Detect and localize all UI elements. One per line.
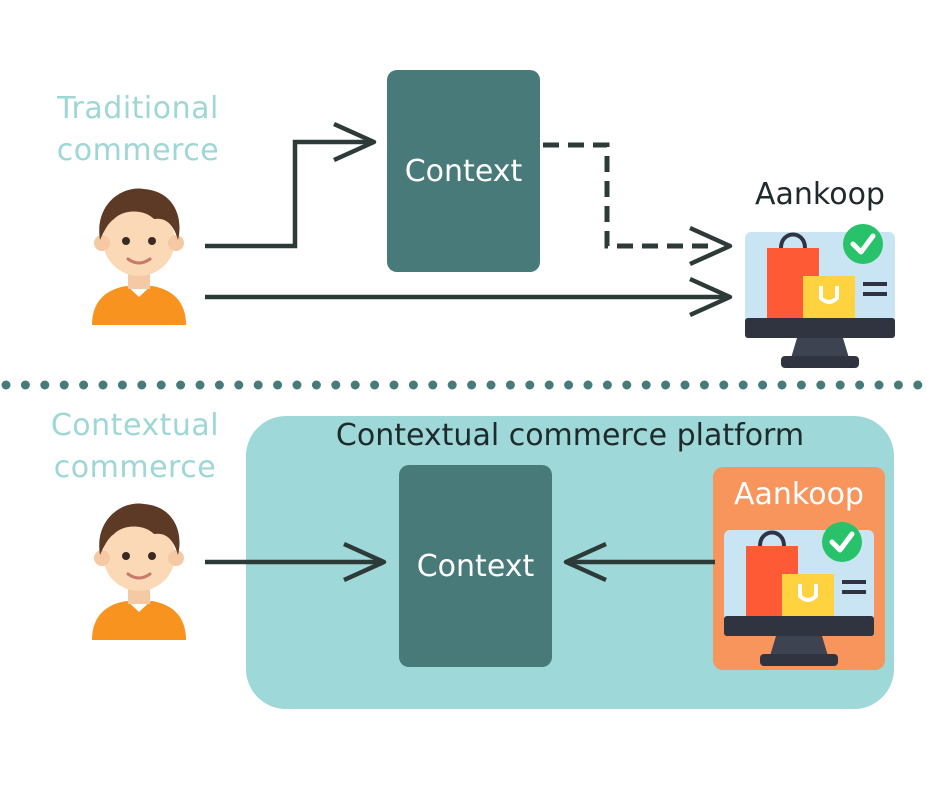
divider-dot <box>156 380 166 390</box>
traditional-commerce-label: Traditional commerce <box>38 88 238 172</box>
divider-dot <box>699 380 709 390</box>
divider-dot <box>214 380 224 390</box>
divider-dot <box>273 380 283 390</box>
traditional-label-line1: Traditional <box>57 91 219 126</box>
purchase-label-contextual: Aankoop <box>734 477 864 512</box>
divider-dot <box>447 380 457 390</box>
divider-dot <box>622 380 632 390</box>
divider-dot <box>796 380 806 390</box>
divider-dot <box>467 380 477 390</box>
divider-dot <box>428 380 438 390</box>
context-label-traditional: Context <box>404 153 523 189</box>
divider-dot <box>20 380 30 390</box>
person-icon <box>92 188 186 325</box>
divider-dot <box>835 380 845 390</box>
divider-dot <box>758 380 768 390</box>
divider-dot <box>525 380 535 390</box>
divider-dot <box>855 380 865 390</box>
divider-dot <box>544 380 554 390</box>
contextual-label-line1: Contextual <box>50 408 220 443</box>
divider-dot <box>661 380 671 390</box>
divider-dot <box>117 380 127 390</box>
divider-dot <box>408 380 418 390</box>
divider-dot <box>680 380 690 390</box>
context-label-contextual: Context <box>416 548 535 584</box>
divider-dot <box>350 380 360 390</box>
divider-dot <box>564 380 574 390</box>
traditional-label-line2: commerce <box>56 133 220 168</box>
divider-dot <box>59 380 69 390</box>
divider-dot <box>738 380 748 390</box>
divider-dot <box>292 380 302 390</box>
divider-dot <box>505 380 515 390</box>
shopping-monitor-icon <box>724 522 874 666</box>
purchase-label-traditional: Aankoop <box>755 177 885 212</box>
divider-dot <box>79 380 89 390</box>
divider-dot <box>816 380 826 390</box>
divider-dot <box>234 380 244 390</box>
divider-dot <box>719 380 729 390</box>
divider-dot <box>311 380 321 390</box>
divider-dot <box>1 380 11 390</box>
contextual-commerce-label: Contextual commerce <box>35 405 235 489</box>
context-box-contextual: Context <box>399 465 552 667</box>
divider-dot <box>370 380 380 390</box>
divider-dot <box>389 380 399 390</box>
divider-dot <box>641 380 651 390</box>
divider-dot <box>583 380 593 390</box>
divider-dot <box>913 380 923 390</box>
traditional-arrows <box>205 121 733 318</box>
platform-title: Contextual commerce platform <box>335 418 805 453</box>
divider-dot <box>253 380 263 390</box>
divider-dot <box>176 380 186 390</box>
divider-dot <box>195 380 205 390</box>
section-divider <box>1 380 923 390</box>
divider-dot <box>137 380 147 390</box>
contextual-label-line2: commerce <box>53 450 217 485</box>
divider-dot <box>486 380 496 390</box>
shopping-monitor-icon <box>745 224 895 368</box>
divider-dot <box>331 380 341 390</box>
divider-dot <box>98 380 108 390</box>
context-box-traditional: Context <box>387 70 540 272</box>
divider-dot <box>777 380 787 390</box>
divider-dot <box>40 380 50 390</box>
divider-dot <box>874 380 884 390</box>
divider-dot <box>602 380 612 390</box>
divider-dot <box>893 380 903 390</box>
person-icon <box>92 503 186 640</box>
